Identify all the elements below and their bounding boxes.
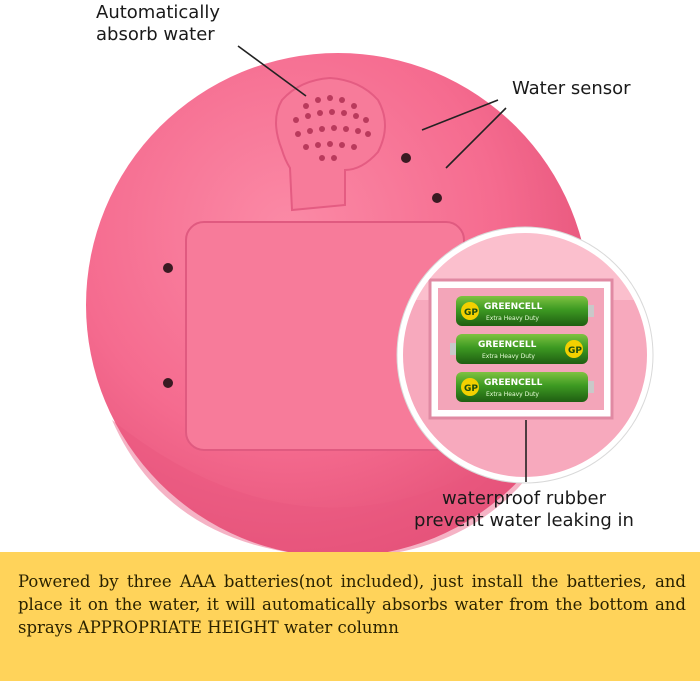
callout-absorb-water: Automatically absorb water xyxy=(96,2,220,46)
battery-3: GP GREENCELL Extra Heavy Duty xyxy=(456,372,594,402)
callout-rubber-line1: waterproof rubber xyxy=(442,488,606,509)
battery-model-label: GREENCELL xyxy=(484,302,543,312)
absorb-intake-plate xyxy=(275,76,386,212)
battery-inset: GP GREENCELL Extra Heavy Duty GP GREENCE… xyxy=(396,226,654,484)
battery-subtext-label: Extra Heavy Duty xyxy=(486,391,539,398)
callout-absorb-line1: Automatically xyxy=(96,2,220,23)
battery-subtext-label: Extra Heavy Duty xyxy=(486,315,539,322)
info-banner: Powered by three AAA batteries(not inclu… xyxy=(0,552,700,681)
battery-2: GP GREENCELL Extra Heavy Duty xyxy=(450,334,588,364)
battery-subtext-label: Extra Heavy Duty xyxy=(482,353,535,360)
battery-model-label: GREENCELL xyxy=(484,378,543,388)
intake-holes xyxy=(293,95,371,161)
leader-lines xyxy=(237,45,527,482)
toy-rim xyxy=(112,410,570,558)
callout-sensor-text: Water sensor xyxy=(512,78,631,99)
banner-text: Powered by three AAA batteries(not inclu… xyxy=(18,572,686,637)
callout-waterproof-rubber: waterproof rubber prevent water leaking … xyxy=(404,488,644,532)
callout-absorb-line2: absorb water xyxy=(96,24,215,45)
battery-1: GP GREENCELL Extra Heavy Duty xyxy=(456,296,594,326)
battery-brand-label: GP xyxy=(568,346,582,356)
callout-water-sensor: Water sensor xyxy=(512,78,631,100)
battery-brand-label: GP xyxy=(464,384,478,394)
battery-model-label: GREENCELL xyxy=(478,340,537,350)
callout-rubber-line2: prevent water leaking in xyxy=(414,510,634,531)
battery-brand-label: GP xyxy=(464,308,478,318)
